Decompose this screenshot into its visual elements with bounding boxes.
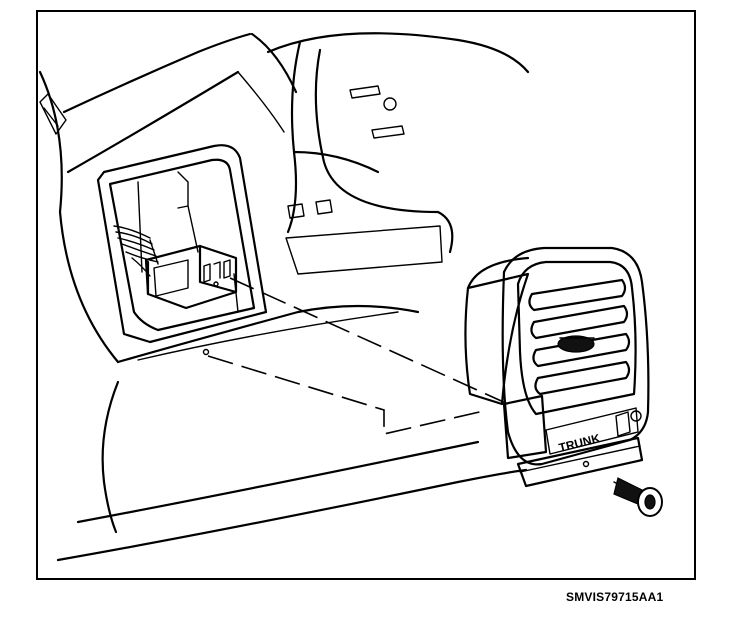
electrical-connector — [144, 244, 238, 310]
diagram-frame: TRUNK — [36, 10, 696, 580]
lower-dash-body — [56, 210, 528, 562]
instrument-cluster-hood — [266, 32, 530, 275]
windshield-pillar — [38, 70, 67, 214]
dashboard-upper-contour — [62, 32, 298, 174]
figure-code: SMVIS79715AA1 — [566, 590, 664, 604]
dashboard-illustration: TRUNK — [38, 32, 663, 562]
wire-harness — [113, 225, 159, 277]
alignment-lines — [207, 277, 509, 436]
retaining-screw — [613, 477, 663, 517]
vent-bezel: TRUNK — [464, 246, 650, 488]
